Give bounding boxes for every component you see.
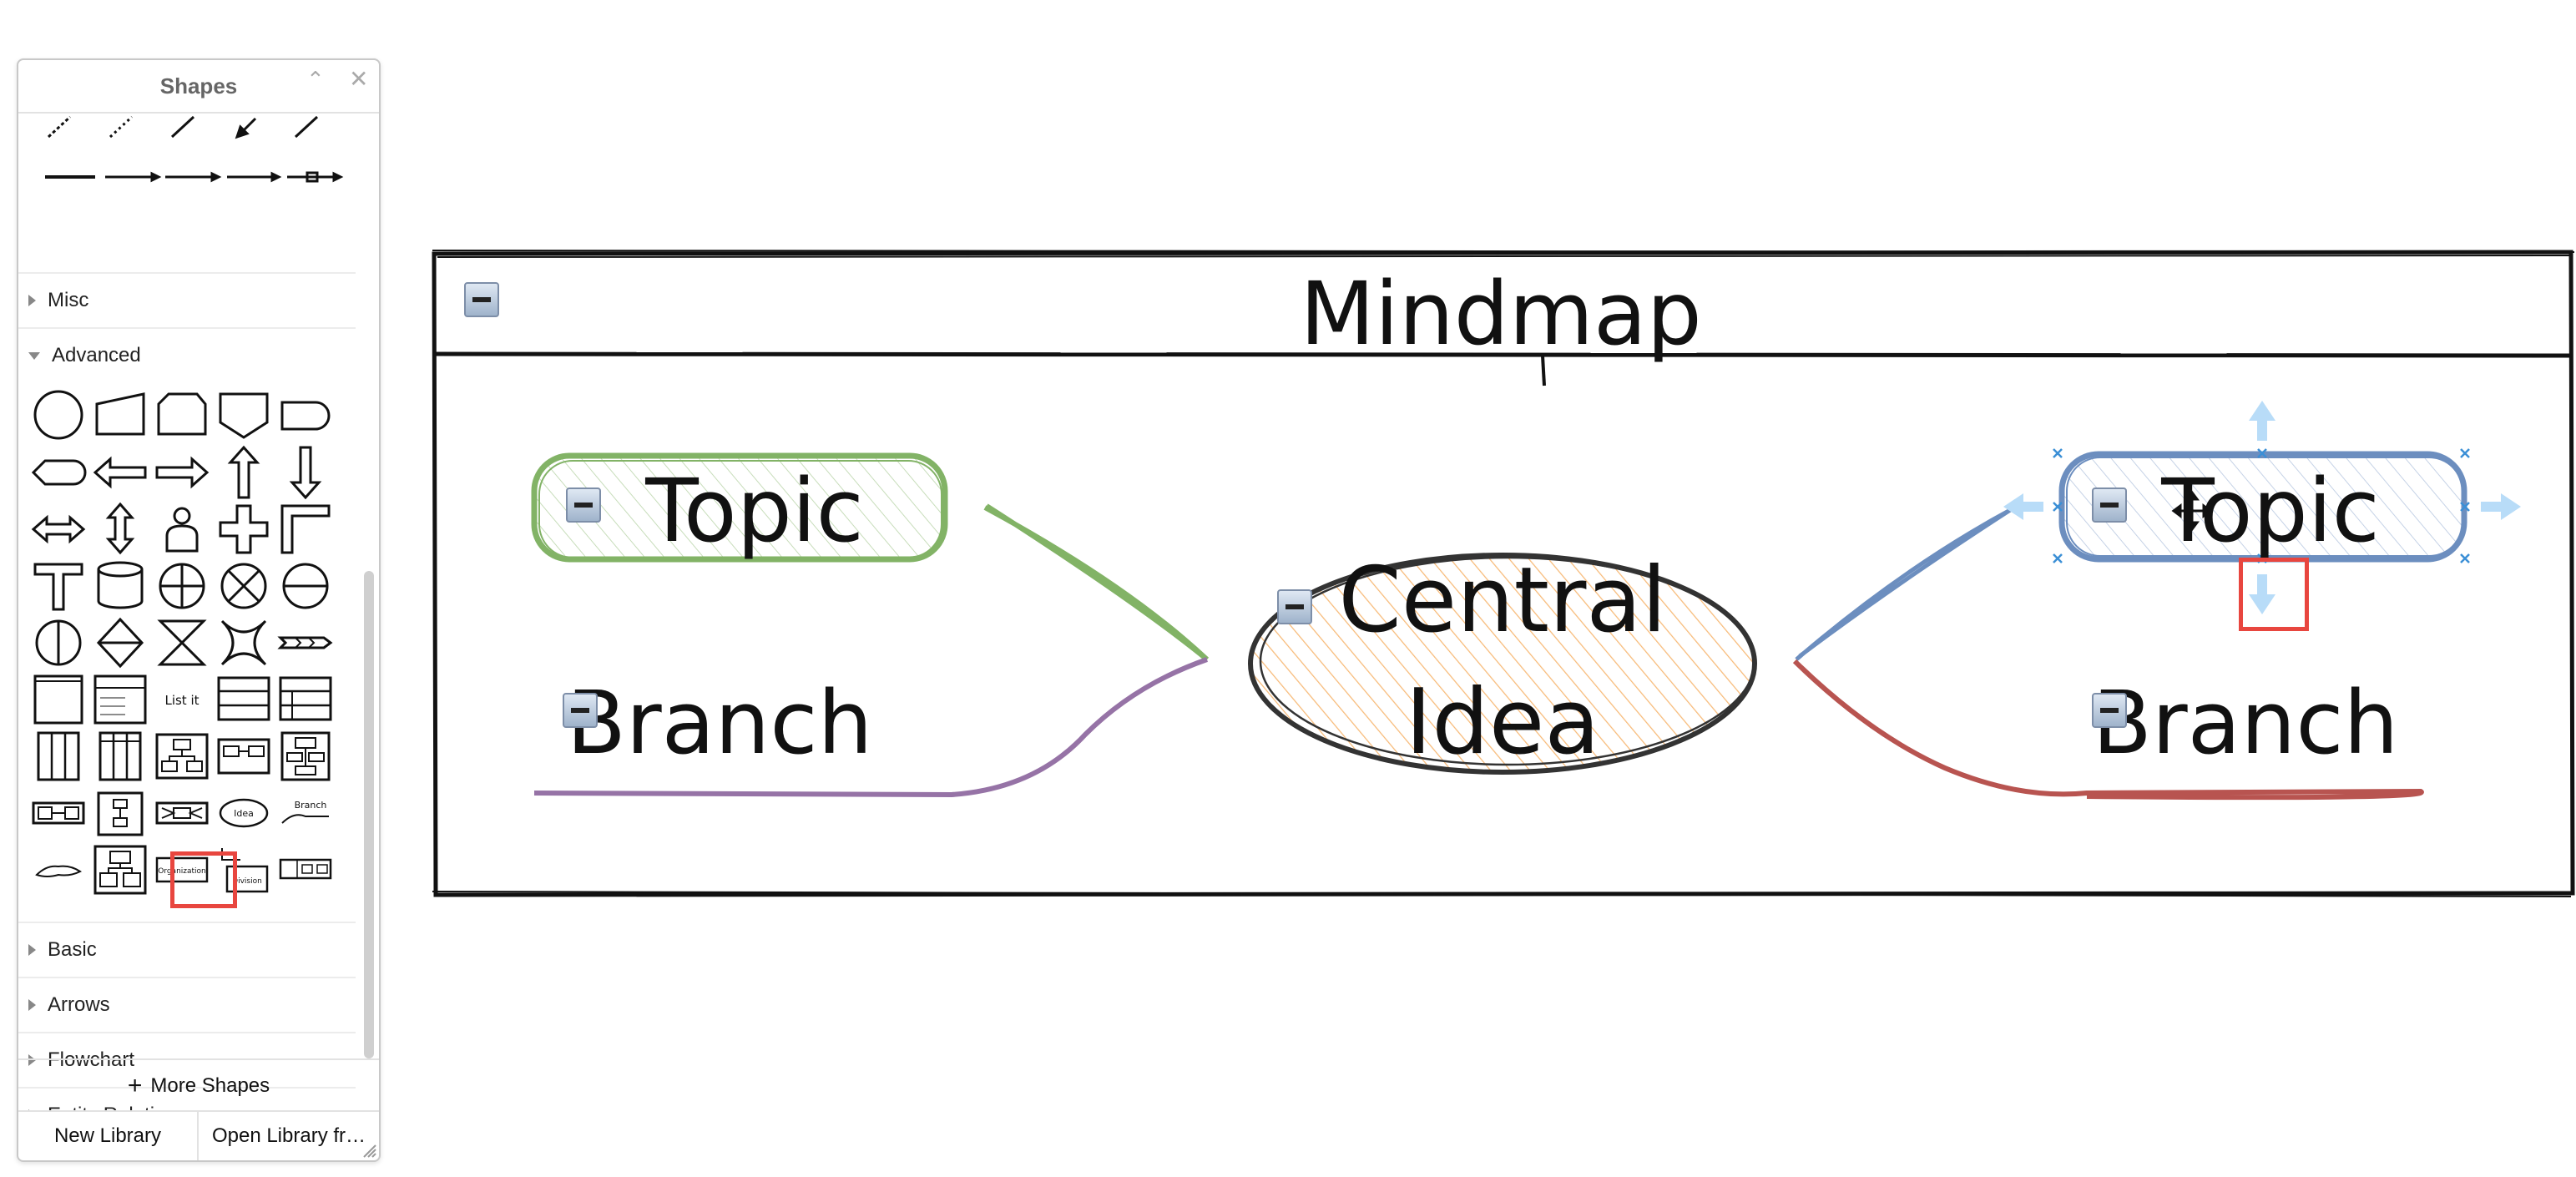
shape-container[interactable] [30,671,87,726]
shape-organization[interactable]: Organization [154,841,210,897]
shape-actor[interactable] [154,501,210,556]
shape-corner[interactable] [277,501,334,556]
branch-right-label: Branch [2093,672,2399,774]
advanced-shapes-grid: List it Idea Branch Organization Divisio… [18,386,356,970]
branch-left-label: Branch [567,672,873,774]
scrollbar[interactable] [364,571,374,1058]
section-advanced[interactable]: Advanced [18,327,356,382]
idea-text: Idea [234,808,254,819]
list-item-text: List it [164,693,199,708]
shape-arrow-left[interactable] [92,444,149,499]
central-idea-node[interactable] [1248,553,1757,775]
shape-columns-2[interactable] [92,728,149,783]
shape-delay[interactable] [277,387,334,442]
shape-arrow-right[interactable] [154,444,210,499]
resize-grip-icon[interactable] [359,1140,377,1159]
selected-shape-highlight [170,851,237,908]
shape-list-item[interactable]: List it [154,671,210,726]
division-text: Division [232,877,262,886]
panel-title: Shapes [159,73,238,99]
section-misc[interactable]: Misc [18,272,356,327]
caret-down-icon [28,351,40,360]
shape-org-horizontal[interactable] [215,728,272,783]
shape-star-4[interactable] [215,614,272,669]
shape-double-arrow-h[interactable] [30,501,87,556]
collapse-minus-icon[interactable] [1277,589,1312,624]
organization-text: Organization [158,867,206,876]
shapes-panel: Shapes ⌃ ✕ [17,58,381,1162]
caret-right-icon [28,295,36,306]
edge-branch-right[interactable] [1792,659,2424,801]
shape-table-h2[interactable] [277,671,334,726]
edge-topic-right[interactable] [1795,503,2018,661]
section-basic[interactable]: Basic [18,922,356,977]
shape-org-small[interactable] [277,841,334,897]
branch-text: Branch [295,800,327,811]
shape-double-arrow-v[interactable] [92,501,149,556]
shape-columns[interactable] [30,728,87,783]
shape-org-horizontal-2[interactable] [30,785,87,840]
shape-org-tree[interactable] [154,728,210,783]
shape-circle-line-v[interactable] [30,614,87,669]
section-arrows[interactable]: Arrows [18,977,356,1032]
shape-arrow-up[interactable] [215,444,272,499]
shape-tee[interactable] [30,558,87,613]
connector-shapes-strip[interactable] [18,114,356,222]
collapse-minus-icon[interactable] [2092,487,2127,523]
shape-table-h[interactable] [215,671,272,726]
caret-right-icon [28,1054,36,1066]
caret-right-icon [28,999,36,1011]
central-idea-label-line2: Idea [1405,670,1599,775]
shape-arrow-down[interactable] [277,444,334,500]
shape-sort[interactable] [92,614,149,669]
plus-icon: + [127,1072,143,1099]
container-title: Mindmap [1300,263,1702,365]
shape-step-arrows[interactable] [277,614,334,669]
collapse-minus-icon[interactable] [2092,693,2127,728]
shape-branch[interactable]: Branch [277,785,334,840]
shape-summing-junction[interactable] [215,558,272,613]
close-icon[interactable]: ✕ [349,66,369,92]
shape-circle[interactable] [30,387,87,442]
panel-footer: + More Shapes New Library Open Library f… [18,1058,379,1160]
topic-left-node[interactable] [531,452,948,563]
connect-arrows[interactable] [2003,401,2521,614]
edge-branch-left[interactable] [533,657,1208,798]
topic-left-label: Topic [644,460,864,562]
more-shapes-button[interactable]: + More Shapes [18,1058,379,1112]
shape-or[interactable] [154,558,210,613]
shape-display[interactable] [30,444,87,499]
shape-idea[interactable]: Idea [215,785,272,840]
shape-cylinder[interactable] [92,558,149,613]
collapse-minus-icon[interactable] [566,487,601,523]
collapse-minus-icon[interactable] [464,282,499,317]
shape-list[interactable] [92,671,149,726]
drop-target-highlight [2239,558,2309,631]
caret-right-icon [28,944,36,956]
selection-handles[interactable] [2053,448,2470,563]
chevron-up-icon[interactable]: ⌃ [306,67,325,92]
shape-org-chart[interactable] [92,841,149,897]
collapse-minus-icon[interactable] [563,693,598,728]
shape-card[interactable] [154,387,210,442]
shape-cross[interactable] [215,501,272,556]
new-library-button[interactable]: New Library [18,1110,199,1160]
shape-mindmap-horizontal[interactable] [154,785,210,840]
shape-offpage-connector[interactable] [215,387,272,442]
panel-header: Shapes ⌃ ✕ [18,60,379,114]
open-library-button[interactable]: Open Library fr… [199,1110,379,1160]
shape-sub-topic[interactable] [30,841,87,897]
move-cursor-icon [2171,490,2213,532]
shape-manual-input[interactable] [92,387,149,442]
shape-org-vertical[interactable] [277,728,334,783]
shape-org-vertical-2[interactable] [92,785,149,840]
central-idea-label: Central [1338,548,1666,653]
shape-circle-line-h[interactable] [277,558,334,613]
shape-collate[interactable] [154,614,210,669]
